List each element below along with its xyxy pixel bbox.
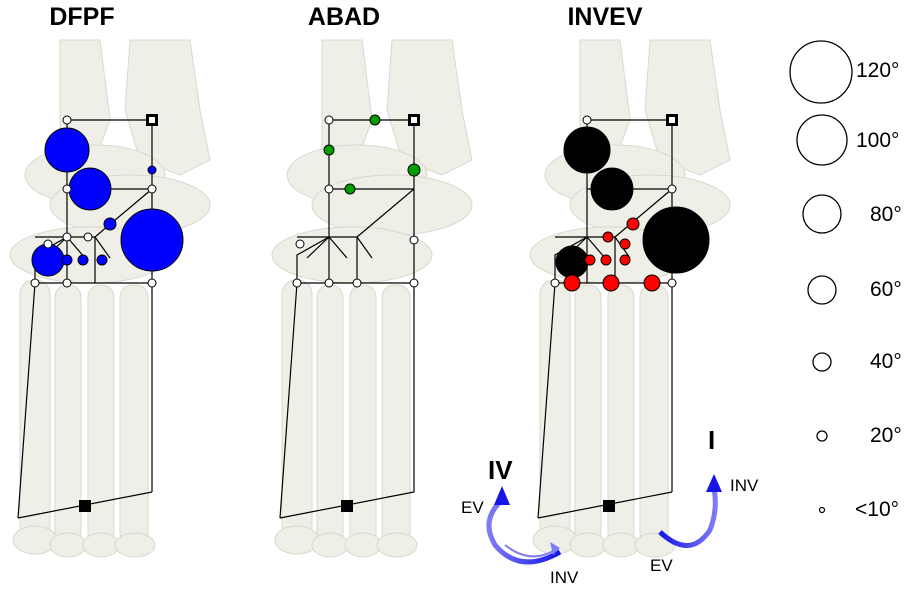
arrow-label-inv-right: INV (730, 476, 759, 495)
axis-label-i: I (708, 425, 716, 455)
reference-marker (79, 500, 91, 512)
joint-node (147, 165, 157, 175)
panel-dfpf (9, 39, 211, 558)
size-legend (789, 40, 853, 514)
panel-title-abad: ABAD (307, 3, 381, 31)
legend-label-80: 80° (870, 203, 902, 226)
legend-label-40: 40° (870, 350, 902, 373)
joint-node (120, 208, 184, 272)
arrow-label-ev-left: EV (461, 498, 484, 517)
axis-label-iv: IV (488, 455, 513, 485)
panel-invev (529, 39, 731, 558)
arrow-label-ev-right: EV (650, 556, 673, 575)
joint-node (77, 254, 89, 266)
arrow-head-inv (706, 474, 722, 492)
legend-label-120: 120° (856, 59, 900, 82)
legend-label-60: 60° (870, 278, 902, 301)
panel-title-invev: INVEV (567, 3, 643, 31)
joint-node (61, 254, 73, 266)
panel-abad (271, 39, 473, 558)
joint-node (44, 127, 90, 173)
rotation-arrows (486, 474, 722, 565)
legend-label-20: 20° (870, 424, 902, 447)
joint-node (103, 217, 117, 231)
joint-node (31, 243, 65, 277)
arrow-label-inv-left: INV (550, 568, 579, 587)
joint-node (68, 167, 112, 211)
legend-label-100: 100° (856, 129, 900, 152)
joint-node (96, 254, 108, 266)
legend-label-lt10: <10° (855, 498, 900, 521)
panel-title-dfpf: DFPF (49, 3, 115, 31)
arrow-head-ev (494, 486, 510, 505)
foot-bones-image (9, 39, 211, 558)
